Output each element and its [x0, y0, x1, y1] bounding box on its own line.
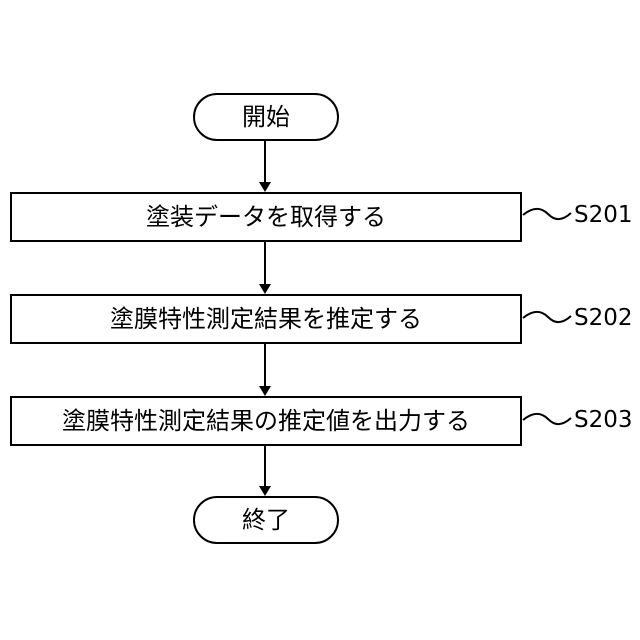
step-id-s203: S203 — [574, 409, 633, 432]
process-label-s203: 塗膜特性測定結果の推定値を出力する — [62, 409, 470, 433]
step-id-s201: S201 — [574, 204, 633, 227]
process-label-s202: 塗膜特性測定結果を推定する — [110, 307, 422, 331]
start-terminal: 開始 — [193, 93, 339, 141]
end-label: 終了 — [242, 508, 290, 532]
step-id-s202: S202 — [574, 307, 633, 330]
process-label-s201: 塗装データを取得する — [146, 205, 386, 229]
process-box-s202: 塗膜特性測定結果を推定する — [10, 294, 522, 344]
leader-s202 — [523, 312, 571, 322]
leader-s201 — [523, 209, 571, 219]
end-terminal: 終了 — [193, 496, 339, 544]
process-box-s203: 塗膜特性測定結果の推定値を出力する — [10, 396, 522, 446]
start-label: 開始 — [242, 105, 290, 129]
process-box-s201: 塗装データを取得する — [10, 192, 522, 242]
leader-s203 — [523, 414, 571, 424]
